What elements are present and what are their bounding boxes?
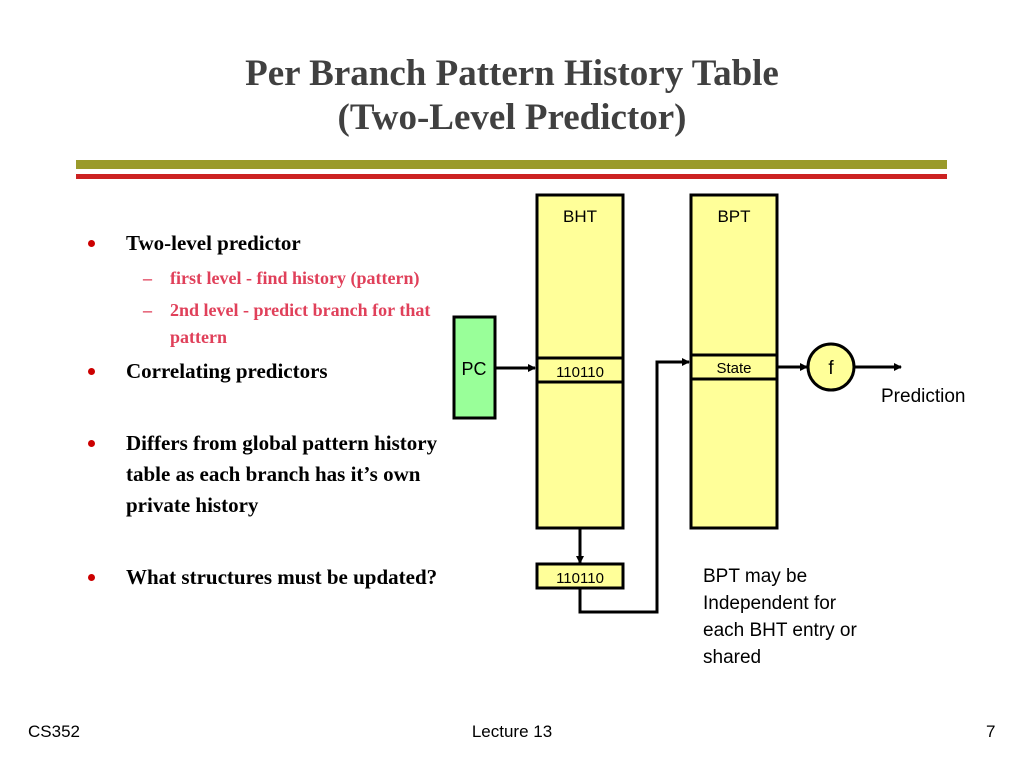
bullet-item: Two-level predictor xyxy=(86,228,446,259)
bht-label: BHT xyxy=(563,207,597,226)
title-line-1: Per Branch Pattern History Table xyxy=(245,53,779,94)
history-register-value: 110110 xyxy=(556,570,604,587)
bht-entry-value: 110110 xyxy=(556,364,604,381)
bullet-text: Two-level predictor xyxy=(126,231,301,255)
bullet-item: What structures must be updated? xyxy=(86,562,446,593)
footer-course: CS352 xyxy=(28,722,80,741)
bullet-dot xyxy=(88,240,95,247)
sub-bullet-dash: – xyxy=(143,268,152,288)
bullet-text: Differs from global pattern history tabl… xyxy=(126,431,438,517)
bpt-entry-value: State xyxy=(716,360,751,377)
bullet-text: What structures must be updated? xyxy=(126,565,438,589)
bullet-item: Correlating predictors xyxy=(86,356,446,387)
bullet-dot xyxy=(88,440,95,447)
bpt-note-line: BPT may be xyxy=(703,566,807,587)
sub-bullet-item: – first level - find history (pattern) xyxy=(86,265,446,292)
bpt-note-line: Independent for xyxy=(703,593,837,614)
slide-title: Per Branch Pattern History Table (Two-Le… xyxy=(0,52,1024,140)
title-rule-red xyxy=(76,174,947,179)
bullet-list: Two-level predictor – first level - find… xyxy=(86,228,446,593)
history-register xyxy=(535,562,625,590)
bullet-item: Differs from global pattern history tabl… xyxy=(86,428,446,521)
bpt-note: BPT may be Independent for each BHT entr… xyxy=(703,566,862,668)
bullet-dot xyxy=(88,574,95,581)
title-rule-olive xyxy=(76,160,947,169)
bullet-dot xyxy=(88,368,95,375)
prediction-label: Prediction xyxy=(881,386,966,407)
bpt-note-line: each BHT entry or xyxy=(703,620,858,641)
footer-lecture: Lecture 13 xyxy=(471,722,553,741)
sub-bullet-item: – 2nd level - predict branch for that pa… xyxy=(86,297,446,351)
history-to-bpt-arrow xyxy=(578,358,690,614)
bht-table xyxy=(535,193,625,530)
title-line-2: (Two-Level Predictor) xyxy=(337,97,687,138)
bht-entry-row xyxy=(535,356,625,384)
function-label: f xyxy=(828,358,834,379)
footer-page-number: 7 xyxy=(986,722,996,741)
bpt-label: BPT xyxy=(717,207,750,226)
sub-bullet-dash: – xyxy=(143,300,152,320)
sub-bullet-text: first level - find history (pattern) xyxy=(170,268,420,288)
bpt-note-line: shared xyxy=(703,647,761,668)
pc-label: PC xyxy=(461,359,486,379)
bullet-text: Correlating predictors xyxy=(126,359,328,383)
sub-bullet-text: 2nd level - predict branch for that patt… xyxy=(170,300,431,347)
